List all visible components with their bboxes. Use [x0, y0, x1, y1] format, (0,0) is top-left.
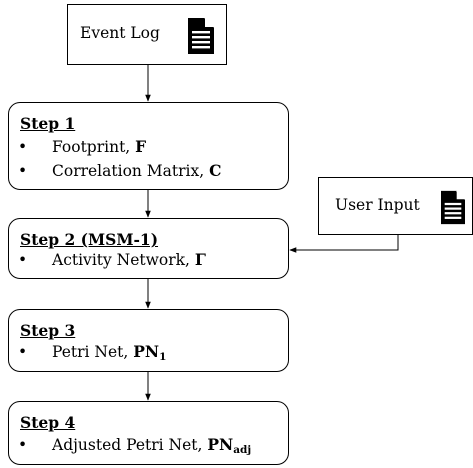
step-title: Step 1	[20, 114, 76, 133]
bullet: •	[18, 138, 28, 156]
event-log-box: Event Log	[67, 4, 227, 65]
step-1-box: Step 1 • Footprint, F • Correlation Matrix…	[8, 102, 289, 190]
step-item-symbol: Γ	[194, 250, 206, 269]
step-3-box: Step 3 • Petri Net, PN1	[8, 309, 289, 372]
bullet: •	[18, 436, 28, 454]
step-title: Step 3	[20, 321, 76, 340]
event-log-label: Event Log	[80, 24, 160, 42]
document-icon	[188, 18, 214, 54]
step-item: • Footprint, F	[18, 137, 146, 156]
step-title: Step 4	[20, 413, 76, 432]
document-icon	[441, 190, 465, 225]
step-item-symbol: PN	[207, 435, 234, 454]
step-title: Step 2 (MSM-1)	[20, 230, 159, 249]
step-item: • Adjusted Petri Net, PNadj	[18, 435, 251, 456]
step-item-text: Footprint,	[52, 138, 136, 156]
step-item: • Correlation Matrix, C	[18, 161, 221, 180]
step-item: • Petri Net, PN1	[18, 342, 166, 363]
step-item-subscript: 1	[159, 351, 167, 363]
bullet: •	[18, 343, 28, 361]
step-item-text: Correlation Matrix,	[52, 162, 210, 180]
step-item-text: Petri Net,	[52, 343, 134, 361]
bullet: •	[18, 162, 28, 180]
step-4-box: Step 4 • Adjusted Petri Net, PNadj	[8, 401, 289, 465]
step-item-text: Adjusted Petri Net,	[52, 436, 208, 454]
step-item: • Activity Network, Γ	[18, 250, 206, 269]
step-item-symbol: PN	[133, 342, 160, 361]
user-input-box: User Input	[318, 177, 473, 235]
user-input-label: User Input	[335, 196, 420, 214]
arrow-userinput-to-step2	[289, 235, 399, 253]
step-item-symbol: C	[209, 161, 222, 180]
step-item-symbol: F	[135, 137, 147, 156]
step-item-subscript: adj	[233, 444, 252, 456]
step-2-box: Step 2 (MSM-1) • Activity Network, Γ	[8, 218, 289, 279]
step-item-text: Activity Network,	[52, 251, 195, 269]
bullet: •	[18, 251, 28, 269]
